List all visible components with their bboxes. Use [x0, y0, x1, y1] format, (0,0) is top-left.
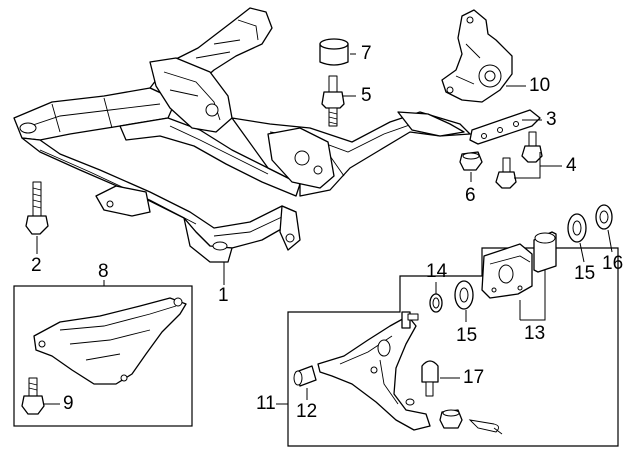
subframe-crossmember — [13, 7, 471, 263]
leader-lines — [36, 53, 613, 405]
bushing-bracket-part-13 — [481, 243, 533, 299]
castle-nut — [439, 409, 463, 429]
callout-15-right: 15 — [574, 263, 596, 284]
callout-13: 13 — [524, 323, 546, 344]
knuckle-part-10 — [441, 9, 513, 103]
spacer-part-7 — [319, 38, 349, 66]
callout-10: 10 — [529, 75, 551, 96]
washer-part-15-left — [454, 280, 474, 310]
callout-5: 5 — [361, 85, 372, 106]
bolt-part-2 — [25, 181, 49, 235]
bushing-part-13 — [533, 231, 557, 273]
callout-4: 4 — [566, 155, 577, 176]
ball-joint-part-17 — [421, 360, 439, 397]
control-arm-detail-box — [287, 247, 619, 447]
washer-part-14 — [429, 293, 443, 313]
washer-part-15-right — [567, 213, 587, 243]
callout-3: 3 — [546, 109, 557, 130]
bolt-part-9 — [21, 377, 45, 415]
washer-part-16 — [595, 204, 613, 230]
callout-8: 8 — [98, 261, 109, 282]
cotter-pin — [468, 419, 503, 435]
bracket-part-3 — [469, 109, 541, 145]
callout-11: 11 — [256, 393, 276, 414]
bushing-part-12 — [293, 365, 317, 387]
callout-14: 14 — [426, 261, 448, 282]
stud-part-5 — [321, 75, 345, 127]
callout-15-left: 15 — [456, 325, 478, 346]
callout-9: 9 — [63, 393, 74, 414]
callout-7: 7 — [361, 43, 372, 64]
bolt-part-4-upper — [521, 131, 543, 163]
callout-16: 16 — [602, 253, 624, 274]
cover-detail-box — [13, 285, 193, 427]
callout-1: 1 — [218, 285, 229, 306]
nut-part-6 — [459, 151, 483, 171]
callout-2: 2 — [31, 255, 42, 276]
callout-17: 17 — [463, 367, 485, 388]
callout-12: 12 — [296, 401, 318, 422]
lower-control-arm — [317, 311, 431, 431]
bolt-part-4-lower — [495, 157, 517, 189]
callout-6: 6 — [465, 185, 476, 206]
